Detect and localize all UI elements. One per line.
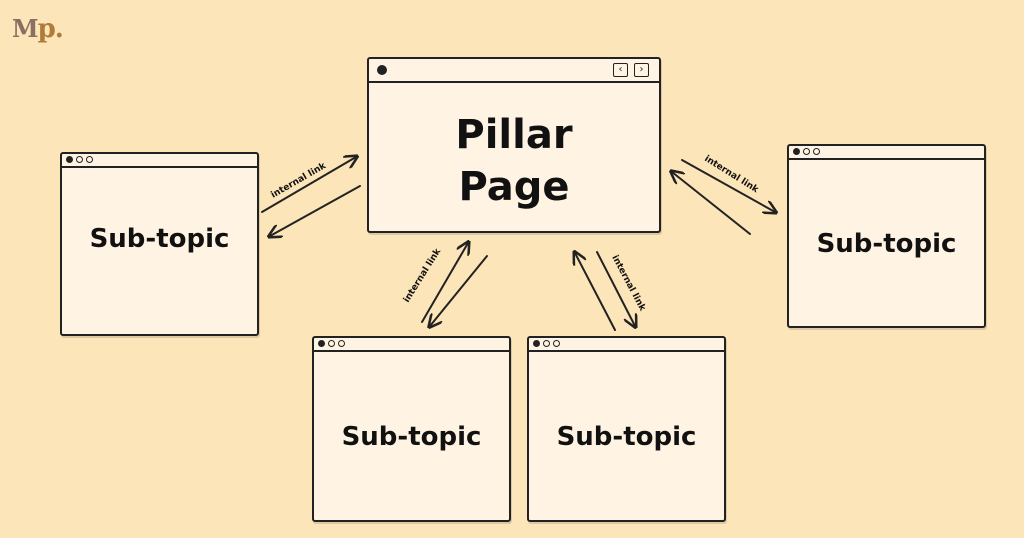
- internal-link-label: internal link: [702, 154, 760, 196]
- window-dot-icon: [803, 148, 810, 155]
- link-arrow-to-pillar: [261, 157, 356, 213]
- subtopic-window-left: Sub-topic: [60, 152, 259, 336]
- pillar-window-titlebar: ‹ ›: [369, 59, 659, 83]
- link-arrow-to-pillar: [421, 243, 468, 323]
- subtopic-titlebar: [62, 154, 257, 168]
- link-arrow-to-subtopic: [430, 255, 488, 326]
- window-dot-icon: [318, 340, 325, 347]
- logo-m: M: [12, 14, 39, 43]
- subtopic-window-bottom-left: Sub-topic: [312, 336, 511, 522]
- window-dot-icon: [328, 340, 335, 347]
- window-dot-icon: [86, 156, 93, 163]
- subtopic-label: Sub-topic: [816, 229, 957, 259]
- window-dot-icon: [553, 340, 560, 347]
- window-dot-icon: [533, 340, 540, 347]
- subtopic-label: Sub-topic: [556, 422, 697, 452]
- chevron-right-icon: ›: [634, 63, 649, 77]
- pillar-title-line2: Page: [458, 164, 570, 210]
- internal-link-label: internal link: [270, 161, 329, 201]
- window-dot-icon: [338, 340, 345, 347]
- pillar-title-line1: Pillar: [455, 112, 573, 158]
- internal-link-label: internal link: [609, 254, 647, 314]
- window-dot-icon: [76, 156, 83, 163]
- logo-p: p.: [37, 14, 64, 44]
- pillar-page-title: Pillar Page: [369, 109, 659, 213]
- chevron-left-icon: ‹: [613, 63, 628, 77]
- logo: Mp.: [12, 14, 64, 44]
- subtopic-window-bottom-right: Sub-topic: [527, 336, 726, 522]
- link-arrow-to-subtopic: [596, 251, 635, 326]
- window-dot-icon: [543, 340, 550, 347]
- subtopic-titlebar: [529, 338, 724, 352]
- pillar-page-window: ‹ › Pillar Page: [367, 57, 661, 233]
- subtopic-titlebar: [789, 146, 984, 160]
- window-dot-icon: [793, 148, 800, 155]
- subtopic-window-right: Sub-topic: [787, 144, 986, 328]
- subtopic-titlebar: [314, 338, 509, 352]
- link-arrow-to-subtopic: [270, 185, 361, 236]
- window-dot-icon: [66, 156, 73, 163]
- window-dot-icon: [813, 148, 820, 155]
- link-arrow-to-pillar: [672, 172, 751, 235]
- link-arrow-to-subtopic: [681, 159, 775, 212]
- subtopic-label: Sub-topic: [89, 224, 230, 254]
- subtopic-label: Sub-topic: [341, 422, 482, 452]
- link-arrow-to-pillar: [575, 253, 616, 331]
- window-dot-icon: [377, 65, 387, 75]
